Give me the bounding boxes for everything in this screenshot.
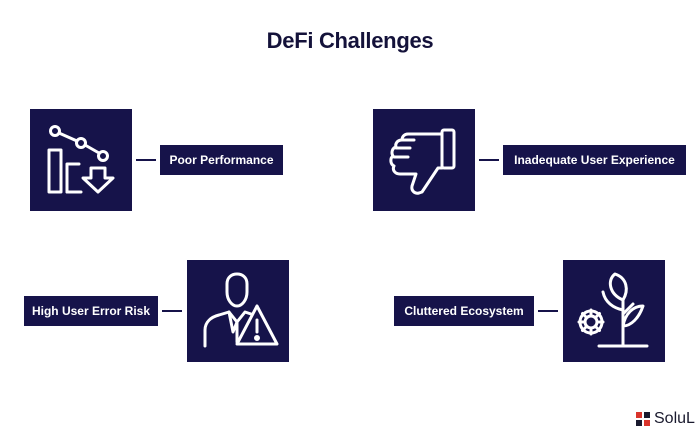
connector-poor-performance [136, 159, 156, 161]
declining-chart-icon [47, 125, 115, 194]
brand-text: SoluL [654, 410, 695, 427]
thumbs-down-icon [389, 128, 456, 195]
connector-high-user-error-risk [162, 310, 182, 312]
challenge-icon-box-inadequate-ux [373, 109, 475, 211]
brand-logo-icon [636, 412, 650, 426]
label-poor-performance: Poor Performance [160, 145, 283, 175]
connector-inadequate-ux [479, 159, 499, 161]
brand-watermark: SoluL [636, 410, 695, 428]
label-high-user-error-risk: High User Error Risk [24, 296, 158, 326]
plant-gear-icon [577, 272, 649, 348]
challenge-icon-box-high-user-error-risk [187, 260, 289, 362]
label-inadequate-ux: Inadequate User Experience [503, 145, 686, 175]
label-cluttered-ecosystem: Cluttered Ecosystem [394, 296, 534, 326]
connector-cluttered-ecosystem [538, 310, 558, 312]
challenge-icon-box-poor-performance [30, 109, 132, 211]
user-warning-icon [203, 272, 279, 348]
page-title: DeFi Challenges [266, 28, 434, 53]
challenge-icon-box-cluttered-ecosystem [563, 260, 665, 362]
